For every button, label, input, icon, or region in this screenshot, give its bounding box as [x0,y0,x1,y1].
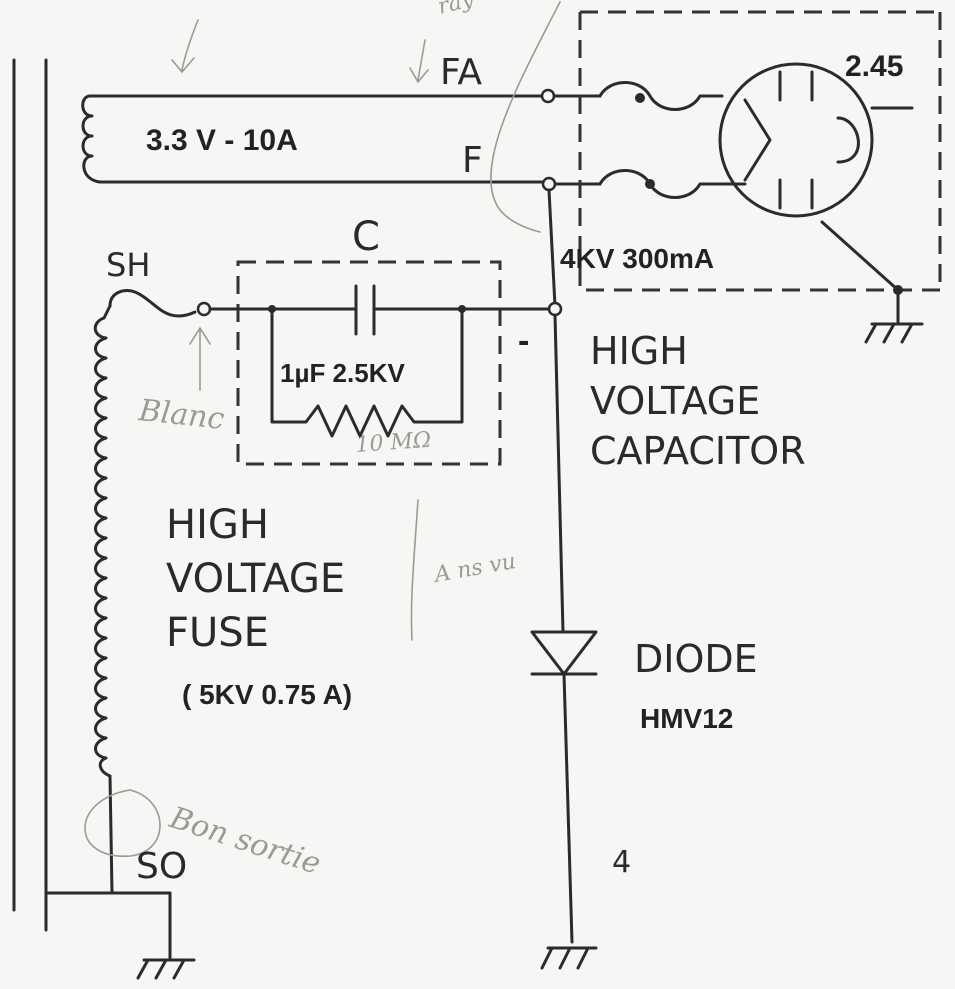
label-f: F [462,140,483,181]
handwritten-circle-so [84,789,161,857]
hv-winding [93,304,112,778]
bleeder-resistor [270,307,464,438]
label-hv-cap-2: VOLTAGE [590,379,760,423]
handwritten-arrow-f [490,1,561,233]
label-minus: - [518,322,529,360]
handwritten-arrow-fa [409,39,429,84]
label-fuse-rating: ( 5KV 0.75 A) [182,679,352,710]
label-tube-value: 2.45 [845,50,903,83]
choke-fa-core [635,93,645,103]
wire-node-to-diode [553,313,565,634]
label-fuse-3: FUSE [166,610,269,656]
wire-f-to-node [547,188,557,308]
ground-symbol-top-hatch [864,322,914,344]
hv-node [547,301,563,317]
label-fuse-1: HIGH [166,502,269,548]
label-cap-value: 1µF 2.5KV [280,358,405,388]
handwritten-note-bottom: Bon sortie [165,800,325,882]
wire-diode-to-ground [562,672,574,944]
magnetron-ground-wire [820,220,900,292]
magnetron-cathode [743,98,772,182]
label-fa: FA [440,52,482,93]
label-sh: SH [106,246,150,284]
label-fuse-2: VOLTAGE [166,556,345,602]
handwritten-arrow-top [171,19,199,74]
handwritten-note-mid: A ns vu [431,549,518,588]
magnetron-tube [718,62,874,218]
label-hv-cap-3: CAPACITOR [590,429,806,473]
filament-winding [81,94,102,184]
label-tube-rating: 4KV 300mA [560,243,714,274]
handwritten-note-top: ray [435,0,477,20]
label-so: SO [136,846,187,887]
handwritten-resistor: 10 MΩ [355,428,432,458]
magnetron-box-outer [578,10,942,292]
sh-lead [108,289,197,318]
capacitor-box [236,260,502,466]
choke-f [598,169,747,199]
handwritten-stroke-mid [410,499,419,641]
terminal-sh [196,301,212,317]
handwritten-blanc: Blanc [136,393,226,437]
ground-symbol-bottom-hatch [540,946,590,970]
ground-symbol-left-hatch [136,958,186,980]
terminal-fa [540,88,556,104]
choke-fa [598,81,724,111]
page-number: 4 [612,845,631,880]
label-filament: 3.3 V - 10A [146,124,298,157]
magnetron-anode-arc [836,116,860,164]
choke-f-core [645,179,655,189]
diode-symbol [530,630,598,676]
so-lead [108,774,114,894]
label-c: C [352,214,380,260]
label-diode: DIODE [634,637,758,681]
label-diode-model: HMV12 [640,703,733,734]
terminal-f [541,176,557,192]
handwritten-arrow-sh [189,326,211,391]
label-hv-cap-1: HIGH [590,329,688,373]
